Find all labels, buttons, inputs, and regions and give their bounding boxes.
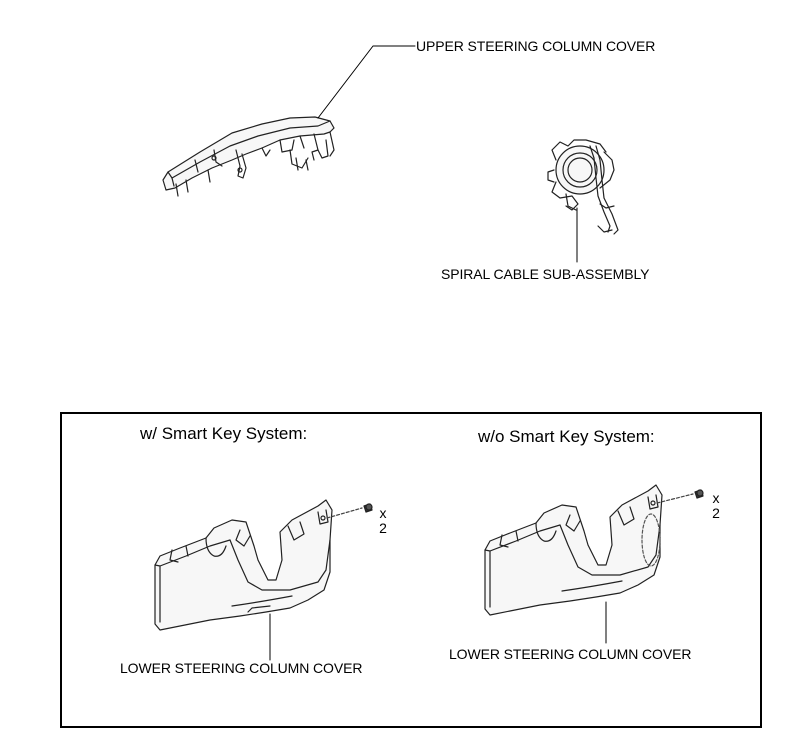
left-variant-heading: w/ Smart Key System: xyxy=(140,424,308,443)
upper-steering-column-cover-illustration xyxy=(162,116,335,197)
right-screw-qty-value: 2 xyxy=(712,505,720,521)
upper-cover-label: UPPER STEERING COLUMN COVER xyxy=(416,38,656,54)
left-screw-qty-value: 2 xyxy=(379,520,387,536)
spiral-cable-label: SPIRAL CABLE SUB-ASSEMBLY xyxy=(441,266,650,282)
screw-left-illustration xyxy=(326,503,373,519)
left-lower-cover-label: LOWER STEERING COLUMN COVER xyxy=(120,660,363,676)
lower-cover-variants-panel xyxy=(60,412,762,728)
lower-cover-with-smart-key-illustration xyxy=(154,499,333,631)
right-variant-heading: w/o Smart Key System: xyxy=(478,427,655,446)
upper-cover-leader-line xyxy=(317,45,416,119)
spiral-cable-illustration xyxy=(547,139,619,235)
right-lower-cover-label: LOWER STEERING COLUMN COVER xyxy=(449,646,692,662)
right-screw-qty-prefix: x xyxy=(712,490,720,506)
lower-cover-without-smart-key-illustration xyxy=(484,484,663,616)
screw-right-illustration xyxy=(656,489,704,504)
left-screw-qty-prefix: x xyxy=(379,505,387,521)
